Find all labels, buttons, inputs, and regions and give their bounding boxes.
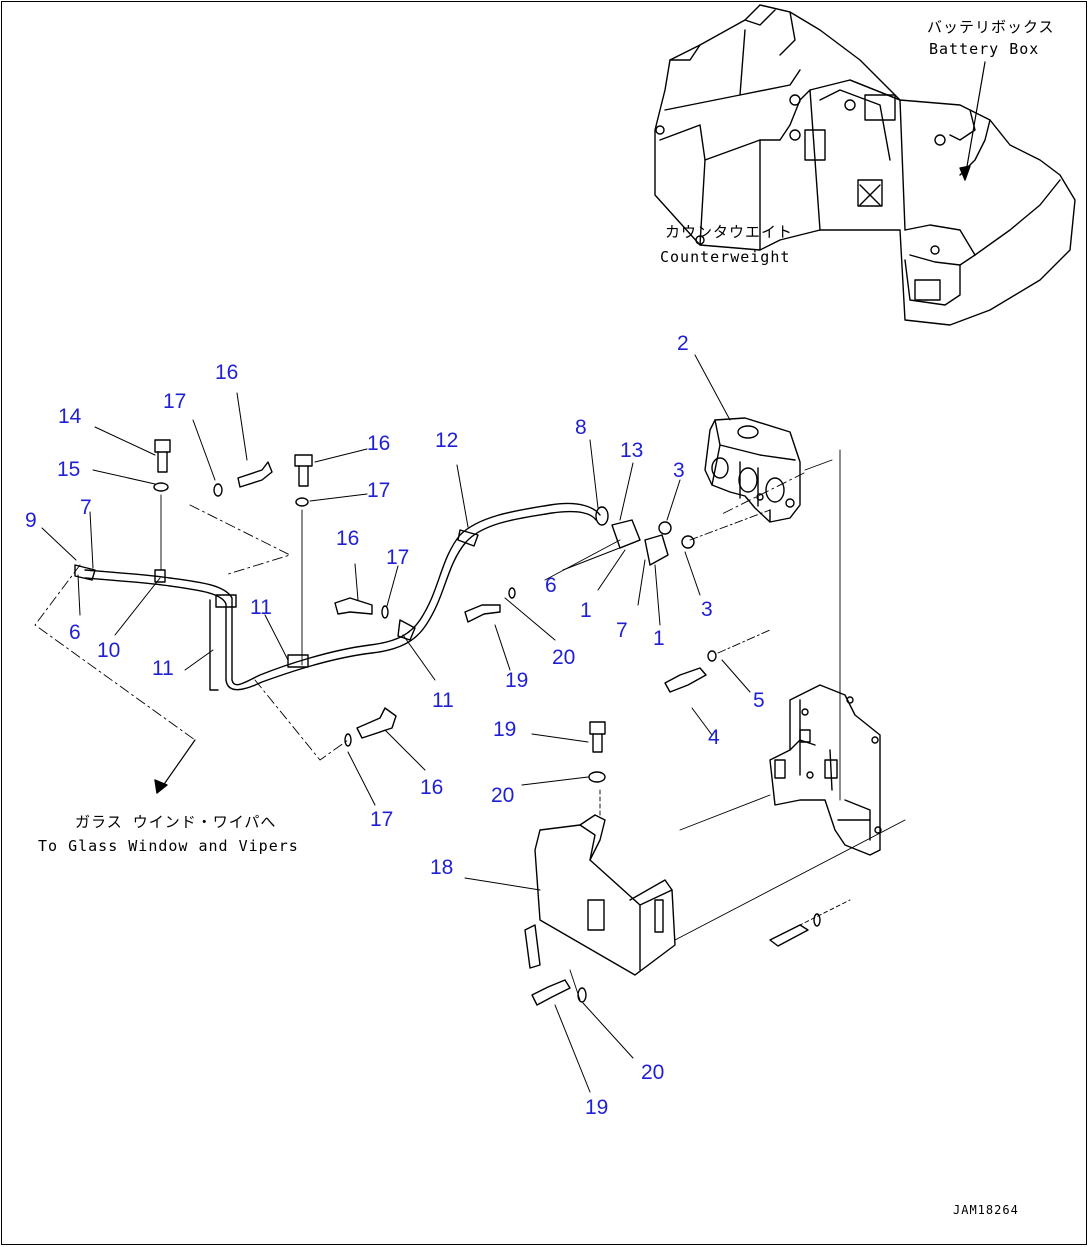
callout-7: 7 (80, 496, 92, 519)
bolt-16a (237, 461, 273, 488)
callout-20: 20 (491, 784, 515, 807)
battery-box-label-jp: バッテリボックス (927, 18, 1055, 36)
callout-1: 1 (653, 627, 665, 650)
callout-16: 16 (367, 432, 391, 455)
callout-10: 10 (97, 639, 121, 662)
callout-14: 14 (58, 405, 82, 428)
callout-17: 17 (386, 546, 410, 569)
guide-line-upper (189, 504, 291, 576)
washer-17a (213, 483, 223, 497)
callout-6: 6 (69, 621, 81, 644)
washer-17b (295, 497, 309, 507)
fitting-ref-line (544, 539, 621, 581)
callout-16: 16 (420, 776, 444, 799)
washer-17d (344, 733, 352, 747)
callout-3: 3 (701, 598, 713, 621)
washer-20a (508, 587, 516, 599)
callout-19: 19 (505, 669, 529, 692)
callout-11: 11 (250, 596, 272, 619)
callout-20: 20 (641, 1061, 665, 1084)
glass-window-label-en: To Glass Window and Vipers (38, 837, 299, 855)
callout-9: 9 (25, 509, 37, 532)
callout-16: 16 (336, 527, 360, 550)
tank-ref-line (804, 459, 833, 471)
callout-6: 6 (545, 574, 557, 597)
callout-17: 17 (367, 479, 391, 502)
washer-20c (577, 987, 587, 1003)
callout-11: 11 (152, 657, 174, 680)
counterweight-label-jp: カウンタウエイト (665, 223, 794, 241)
callout-13: 13 (620, 439, 644, 462)
callout-11: 11 (432, 689, 454, 712)
washer-17c (381, 605, 389, 619)
washer-15 (153, 482, 169, 492)
glass-window-arrow (159, 739, 196, 791)
bolt-16d (356, 707, 397, 739)
guide-line-lower (254, 679, 349, 761)
fitting-centerline (689, 509, 771, 541)
callout-12: 12 (435, 429, 459, 452)
callout-1: 1 (580, 599, 592, 622)
bolt-19a (464, 604, 501, 623)
callout-20: 20 (552, 646, 576, 669)
callout-19: 19 (493, 718, 517, 741)
washer-5 (707, 650, 717, 662)
glass-window-label-jp: ガラス ウインド・ワイパへ (75, 813, 277, 831)
cover-plate (524, 814, 676, 976)
bolt-16b (294, 454, 313, 487)
cover-ref-line (674, 819, 906, 941)
callout-16: 16 (215, 361, 239, 384)
cover-ref-line-2 (679, 794, 771, 831)
washer-tank (704, 417, 801, 523)
callout-17: 17 (163, 390, 187, 413)
tank-centerline (719, 472, 805, 516)
callout-3: 3 (673, 459, 685, 482)
callout-5: 5 (753, 689, 765, 712)
guide-line-left (34, 564, 196, 741)
callout-8: 8 (575, 416, 587, 439)
bolt-4 (664, 667, 707, 693)
washer-hose (74, 502, 601, 691)
callout-15: 15 (57, 458, 81, 481)
bolt-ref-line (779, 899, 851, 936)
loose-bolt (769, 913, 821, 947)
washer-20b (588, 771, 606, 783)
hose-fittings (595, 506, 695, 566)
leader-lines (41, 354, 751, 1093)
callout-7: 7 (616, 619, 628, 642)
callout-2: 2 (677, 332, 689, 355)
bolt-16c (334, 597, 373, 615)
battery-box-label-en: Battery Box (929, 40, 1040, 58)
bolt-14 (154, 439, 171, 473)
callout-18: 18 (430, 856, 454, 879)
mounting-bracket (769, 684, 882, 856)
drawing-id: JAM18264 (953, 1203, 1019, 1217)
counterweight-inset (654, 4, 1076, 326)
counterweight-label-en: Counterweight (660, 248, 791, 266)
callout-4: 4 (708, 726, 720, 749)
bolt-19c (531, 979, 571, 1006)
bolt-19b (589, 721, 606, 753)
callout-19: 19 (585, 1096, 609, 1119)
callout-17: 17 (370, 808, 394, 831)
bolt4-centerline (717, 629, 771, 654)
glass-window-arrow-head (154, 779, 168, 794)
